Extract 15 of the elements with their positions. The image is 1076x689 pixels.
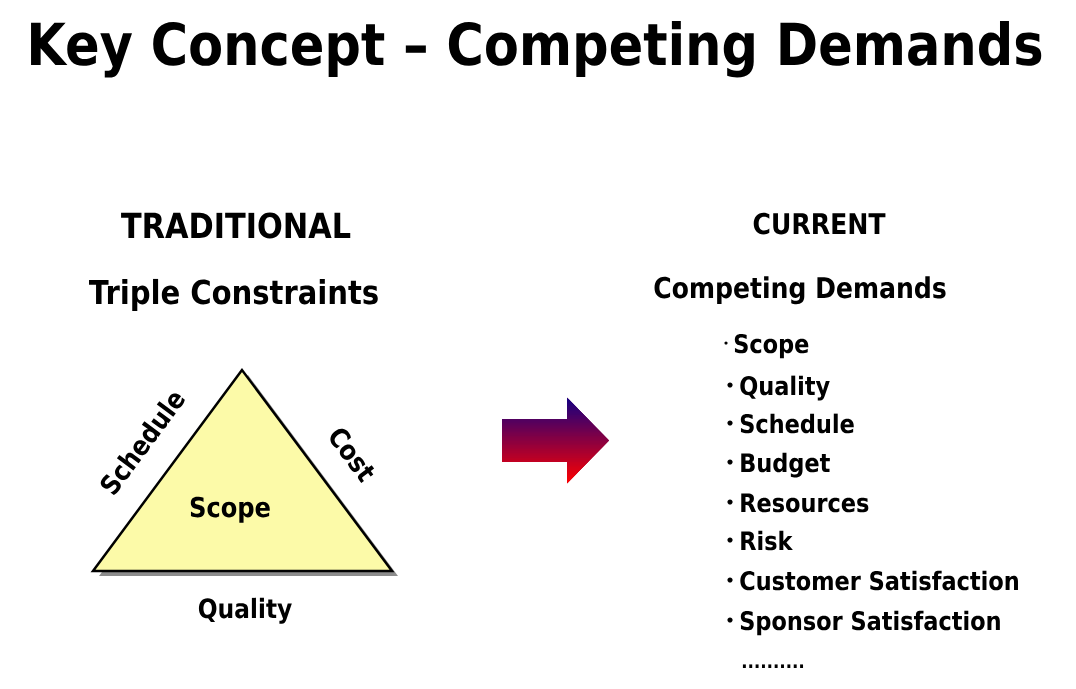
list-item: .......... xyxy=(742,664,804,668)
heading: TRADITIONAL xyxy=(121,212,351,239)
list-item: Budget xyxy=(741,452,830,478)
list-item: Scope xyxy=(734,334,809,359)
heading: CURRENT xyxy=(753,212,886,235)
list-item: Sponsor Satisfaction xyxy=(740,610,1000,636)
list-item: Customer Satisfaction xyxy=(740,570,1018,591)
list-item: Resources xyxy=(741,493,869,513)
list-item: Quality xyxy=(740,375,830,401)
list-item: Schedule xyxy=(740,413,854,434)
side-label: Quality xyxy=(198,597,292,624)
subheading: Competing Demands xyxy=(654,276,946,305)
list-item: Risk xyxy=(741,530,793,551)
subheading: Triple Constraints xyxy=(89,278,378,311)
title: Key Concept – Competing Demands xyxy=(31,20,1042,78)
